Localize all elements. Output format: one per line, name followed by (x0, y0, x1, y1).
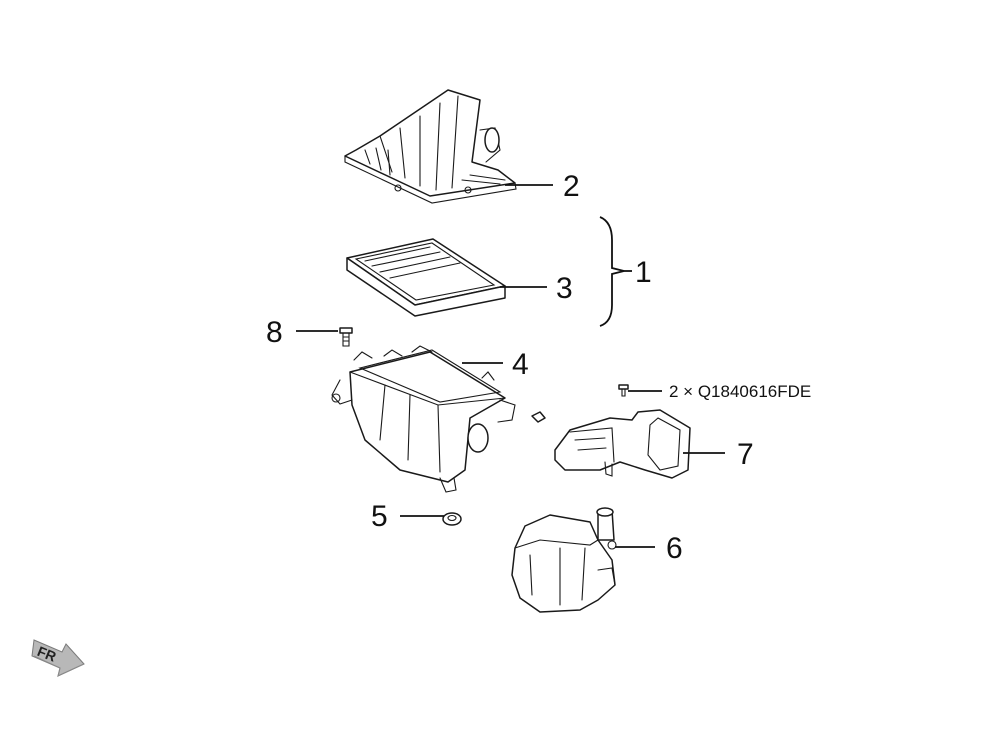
leader-lines (296, 184, 725, 548)
grommet-part (442, 512, 462, 526)
air-cleaner-cover (344, 89, 517, 204)
callout-6: 6 (666, 532, 683, 565)
callout-8: 8 (266, 316, 283, 349)
clip-quantity-note: 2 × Q1840616FDE (669, 382, 811, 401)
bracket-1 (599, 216, 625, 327)
callout-7: 7 (737, 438, 754, 471)
clip-part (531, 384, 629, 423)
callout-3: 3 (556, 272, 573, 305)
callout-2: 2 (563, 170, 580, 203)
bolt-part (339, 327, 353, 347)
fr-label: FR (35, 643, 58, 665)
resonator (511, 507, 617, 613)
callout-5: 5 (371, 500, 388, 533)
callout-4: 4 (512, 348, 529, 381)
callout-1: 1 (635, 256, 652, 289)
air-filter-element (346, 238, 506, 317)
intake-duct (554, 409, 691, 479)
air-cleaner-case (331, 345, 516, 493)
front-direction-arrow-icon: FR (31, 639, 85, 677)
